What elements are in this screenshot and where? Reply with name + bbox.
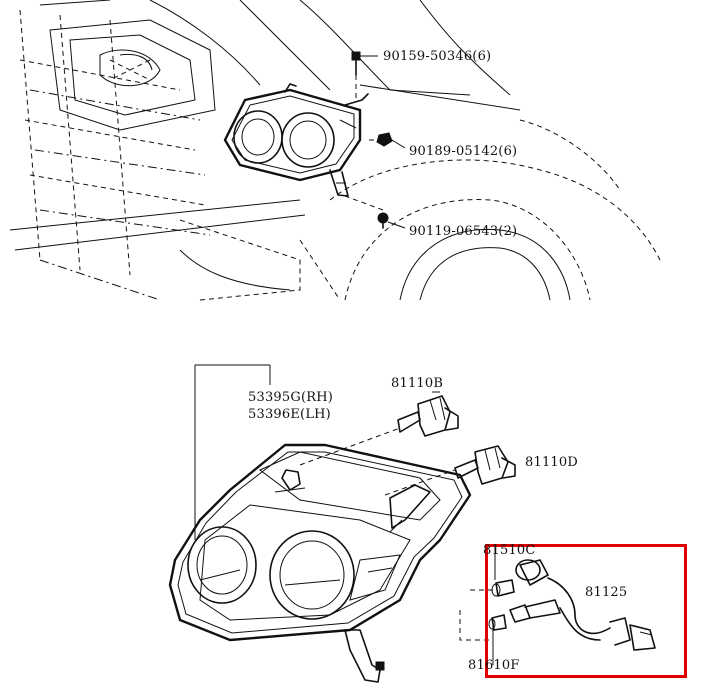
label-screw-low: 90119-06543(2) bbox=[409, 224, 518, 239]
fasteners-top bbox=[344, 51, 406, 229]
exploded-headlamp bbox=[168, 364, 496, 683]
bulbs bbox=[397, 391, 516, 631]
label-housing-rh: 53395G(RH) bbox=[248, 390, 334, 405]
socket-wire-harness bbox=[509, 559, 656, 651]
label-socket: 81125 bbox=[585, 585, 628, 600]
vehicle-front-view bbox=[9, 0, 661, 301]
installed-headlamp bbox=[223, 83, 369, 197]
label-bulb-c: 81510C bbox=[483, 543, 536, 558]
label-bulb-d: 81110D bbox=[525, 455, 578, 470]
label-bulb-f: 81610F bbox=[468, 658, 520, 673]
label-nut-mid: 90189-05142(6) bbox=[409, 144, 518, 159]
highlight-box bbox=[485, 544, 687, 678]
label-housing-lh: 53396E(LH) bbox=[248, 407, 331, 422]
label-bulb-b: 81110B bbox=[391, 376, 444, 391]
label-bolt-top: 90159-50346(6) bbox=[383, 49, 492, 64]
